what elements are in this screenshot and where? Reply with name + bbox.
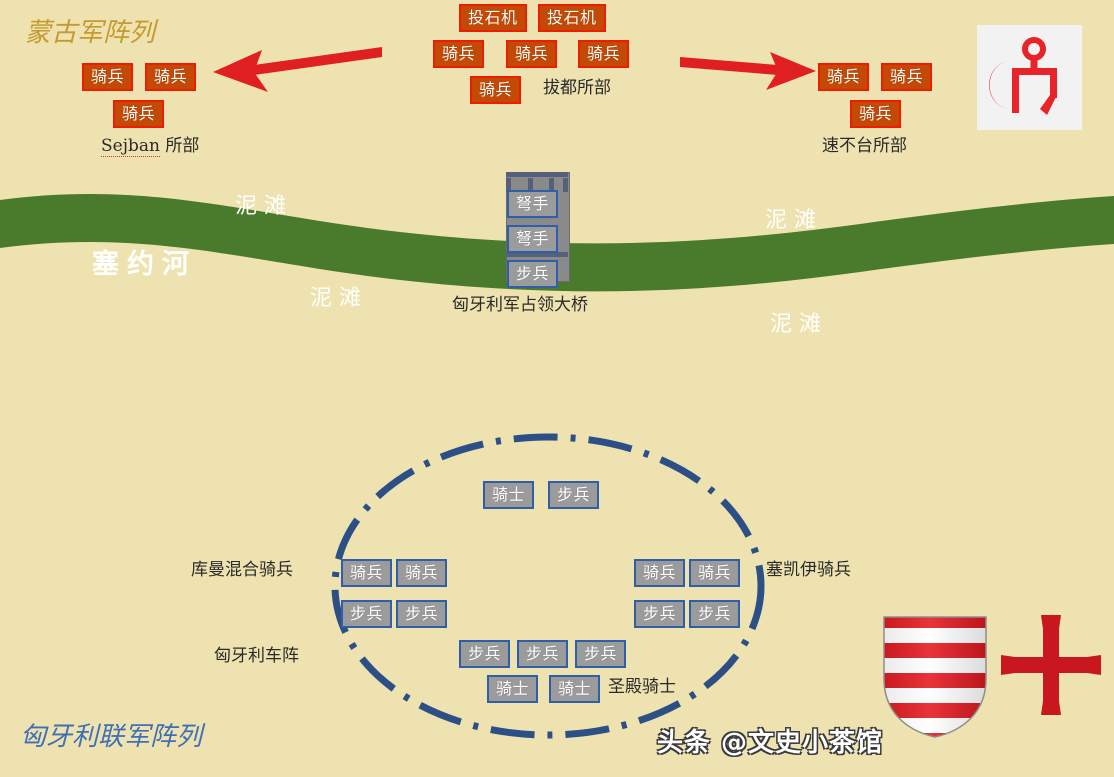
hungarian-unit-infantry[interactable]: 步兵 (634, 600, 686, 628)
hungarian-unit-crossbowman[interactable]: 弩手 (507, 225, 559, 253)
bridge-rail (506, 178, 511, 192)
hungarian-unit-infantry[interactable]: 步兵 (459, 640, 511, 668)
sejban-name: Sejban (101, 136, 160, 157)
mongol-unit-cavalry[interactable]: 骑兵 (506, 40, 558, 68)
mongol-unit-cavalry[interactable]: 骑兵 (578, 40, 630, 68)
subutai-force-label: 速不台所部 (822, 136, 907, 156)
hungarian-unit-infantry[interactable]: 步兵 (548, 481, 600, 509)
szekely-cavalry-label: 塞凯伊骑兵 (766, 560, 851, 580)
cuman-cavalry-label: 库曼混合骑兵 (191, 560, 293, 580)
hungarian-army-title: 匈牙利联军阵列 (20, 722, 203, 752)
mongol-army-title: 蒙古军阵列 (25, 18, 156, 48)
hungarian-unit-knight[interactable]: 骑士 (483, 481, 535, 509)
mongol-unit-cavalry[interactable]: 骑兵 (113, 100, 165, 128)
mud-flat-label: 泥滩 (770, 312, 829, 337)
hungarian-unit-infantry[interactable]: 步兵 (517, 640, 569, 668)
bridge-rail (528, 178, 533, 192)
hungarian-unit-crossbowman[interactable]: 弩手 (507, 190, 559, 218)
mongol-unit-cavalry[interactable]: 骑兵 (470, 76, 522, 104)
hungarian-unit-cavalry[interactable]: 骑兵 (341, 559, 393, 587)
bridge-rail (549, 178, 554, 192)
mongol-unit-cavalry[interactable]: 骑兵 (881, 63, 933, 91)
mud-flat-label: 泥滩 (310, 286, 369, 311)
hungarian-unit-cavalry[interactable]: 骑兵 (634, 559, 686, 587)
mongol-unit-cavalry[interactable]: 骑兵 (145, 63, 197, 91)
bridge-rail (506, 172, 568, 177)
arpad-stripes-shield (883, 616, 987, 738)
mud-flat-label: 泥滩 (765, 208, 824, 233)
bridge-caption: 匈牙利军占领大桥 (452, 295, 588, 315)
river-name-label: 塞约河 (92, 249, 197, 280)
right-attack-arrow (680, 52, 816, 90)
source-watermark: 头条 @文史小茶馆 (657, 728, 884, 758)
mongol-unit-cavalry[interactable]: 骑兵 (818, 63, 870, 91)
mongol-unit-catapult[interactable]: 投石机 (459, 4, 527, 32)
templar-cross-emblem (1001, 615, 1101, 715)
bridge-rail (563, 178, 568, 192)
mud-flat-label: 泥滩 (235, 194, 294, 219)
bridge-rail (506, 252, 568, 257)
batu-force-label: 拔都所部 (543, 78, 611, 98)
hungarian-unit-cavalry[interactable]: 骑兵 (396, 559, 448, 587)
hungarian-unit-infantry[interactable]: 步兵 (575, 640, 627, 668)
wagon-fort-label: 匈牙利车阵 (214, 646, 299, 666)
hungarian-unit-knight[interactable]: 骑士 (549, 675, 601, 703)
hungarian-unit-infantry[interactable]: 步兵 (341, 600, 393, 628)
mongol-soyombo-emblem (989, 37, 1057, 115)
hungarian-unit-infantry[interactable]: 步兵 (507, 260, 559, 288)
hungarian-unit-infantry[interactable]: 步兵 (396, 600, 448, 628)
hungarian-unit-infantry[interactable]: 步兵 (689, 600, 741, 628)
mongol-unit-cavalry[interactable]: 骑兵 (850, 100, 902, 128)
mongol-unit-cavalry[interactable]: 骑兵 (82, 63, 134, 91)
hungarian-unit-knight[interactable]: 骑士 (487, 675, 539, 703)
sejban-force-label: Sejban 所部 (101, 136, 200, 157)
mongol-unit-cavalry[interactable]: 骑兵 (433, 40, 485, 68)
templar-knights-label: 圣殿骑士 (608, 677, 676, 697)
mongol-unit-catapult[interactable]: 投石机 (538, 4, 606, 32)
sejban-suffix: 所部 (159, 136, 200, 156)
hungarian-unit-cavalry[interactable]: 骑兵 (689, 559, 741, 587)
left-attack-arrow (213, 47, 382, 92)
